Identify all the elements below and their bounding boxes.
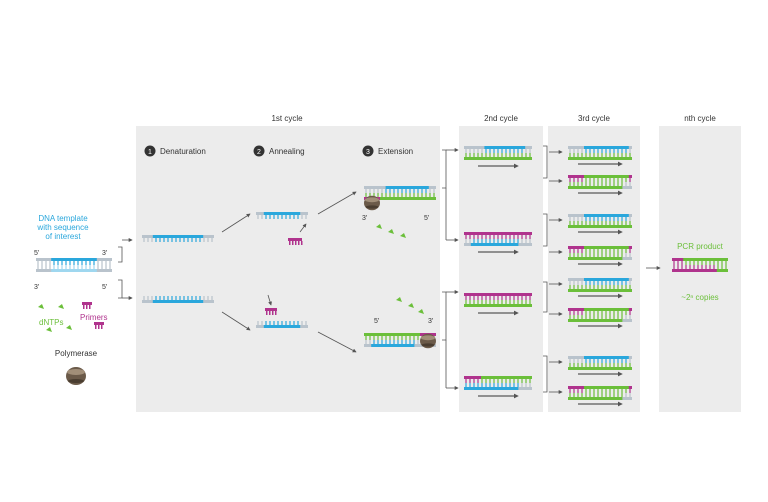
bottom-strand bbox=[568, 221, 632, 228]
step-number: 3 bbox=[366, 149, 370, 156]
diagram-graphics: 3' 5' 5' 3' bbox=[36, 145, 728, 407]
template-5prime-top: 5' bbox=[34, 250, 39, 257]
dntp-top-2 bbox=[388, 229, 394, 234]
template-bracket-top bbox=[118, 246, 123, 263]
primer-approach-arrow-2 bbox=[267, 294, 272, 306]
extension-3prime-bottom: 3' bbox=[428, 318, 433, 325]
dntp-1 bbox=[38, 304, 44, 309]
cycle1-panel bbox=[136, 126, 440, 412]
top-strand bbox=[464, 232, 532, 239]
top-strand bbox=[568, 386, 632, 393]
top-strand bbox=[36, 258, 112, 265]
extension-5prime-top: 5' bbox=[424, 215, 429, 222]
top-strand bbox=[568, 308, 632, 315]
extension-3prime-top: 3' bbox=[362, 215, 367, 222]
primer-approach-arrow bbox=[299, 223, 307, 233]
step-extension: 3 Extension bbox=[362, 145, 413, 157]
primer-1 bbox=[82, 302, 92, 309]
cycle1-bracket-bottom bbox=[442, 291, 447, 341]
cycle2-panel bbox=[459, 126, 543, 412]
dntp-top-3 bbox=[400, 233, 406, 238]
cyclen-title: nth cycle bbox=[684, 114, 716, 123]
dntp-bot-2 bbox=[408, 303, 414, 308]
bottom-strand bbox=[464, 153, 532, 160]
bottom-strand bbox=[568, 315, 632, 322]
template-label-line3: of interest bbox=[45, 232, 81, 241]
bottom-strand bbox=[568, 363, 632, 370]
step-label: Annealing bbox=[269, 147, 305, 156]
bottom-strand bbox=[568, 393, 632, 400]
cycle1-title: 1st cycle bbox=[271, 114, 303, 123]
dntps-label: dNTPs bbox=[39, 318, 63, 327]
cycle3-bracket-3 bbox=[543, 281, 548, 313]
pcr-product-label: PCR product bbox=[677, 242, 724, 251]
dntp-3 bbox=[46, 327, 52, 332]
dntp-top-1 bbox=[376, 224, 382, 229]
annealing-primer-top bbox=[288, 238, 303, 245]
annealing-bottom-strand bbox=[256, 321, 308, 328]
step-number: 1 bbox=[148, 149, 152, 156]
bottom-strand bbox=[464, 239, 532, 246]
bottom-strand bbox=[36, 265, 112, 272]
denatured-top-strand bbox=[142, 235, 214, 242]
polymerase-icon bbox=[66, 367, 86, 385]
template-3prime-bottom: 3' bbox=[34, 284, 39, 291]
polymerase-top bbox=[364, 195, 380, 211]
cycle3-bracket-4 bbox=[543, 355, 548, 393]
bottom-strand bbox=[364, 193, 436, 200]
step-label: Denaturation bbox=[160, 147, 206, 156]
top-strand bbox=[364, 186, 436, 193]
annealing-top-strand bbox=[256, 212, 308, 219]
top-strand bbox=[568, 146, 632, 153]
primer-2 bbox=[94, 322, 104, 329]
extension-5prime-bottom: 5' bbox=[374, 318, 379, 325]
bottom-strand bbox=[464, 300, 532, 307]
polymerase-bottom bbox=[420, 333, 436, 349]
top-strand bbox=[464, 293, 532, 300]
template-label-line2: with sequence bbox=[36, 223, 89, 232]
top-strand bbox=[568, 175, 632, 182]
template-label-line1: DNA template bbox=[38, 214, 88, 223]
top-strand bbox=[568, 356, 632, 363]
arrow-denat-to-anneal-top bbox=[221, 213, 251, 233]
dntp-bot-3 bbox=[418, 309, 424, 314]
arrow-denat-to-anneal-bottom bbox=[221, 311, 251, 331]
top-strand bbox=[672, 258, 728, 265]
top-strand bbox=[464, 376, 532, 383]
bottom-strand bbox=[568, 153, 632, 160]
template-3prime-top: 3' bbox=[102, 250, 107, 257]
bottom-strand bbox=[464, 383, 532, 390]
dntp-bot-1 bbox=[396, 297, 402, 302]
cycle2-title: 2nd cycle bbox=[484, 114, 518, 123]
top-strand bbox=[464, 146, 532, 153]
bottom-strand bbox=[568, 182, 632, 189]
cycle1-bracket-top bbox=[442, 149, 447, 189]
denatured-bottom-strand bbox=[142, 296, 214, 303]
bottom-strand bbox=[672, 265, 728, 272]
step-annealing: 2 Annealing bbox=[253, 145, 305, 157]
step-label: Extension bbox=[378, 147, 413, 156]
copies-label: ~2ⁿ copies bbox=[681, 293, 718, 302]
cycle3-bracket-1 bbox=[543, 145, 548, 179]
bottom-strand bbox=[568, 253, 632, 260]
dntp-4 bbox=[66, 325, 72, 330]
dntp-2 bbox=[58, 304, 64, 309]
arrow-anneal-to-extend-bottom bbox=[317, 331, 357, 353]
primers-label: Primers bbox=[80, 313, 108, 322]
cycle3-bracket-2 bbox=[543, 213, 548, 247]
arrow-anneal-to-extend-top bbox=[317, 191, 357, 215]
annealing-primer-bottom bbox=[265, 308, 277, 315]
polymerase-label: Polymerase bbox=[55, 349, 98, 358]
bottom-strand bbox=[568, 285, 632, 292]
top-strand bbox=[568, 278, 632, 285]
top-strand bbox=[568, 246, 632, 253]
step-denaturation: 1 Denaturation bbox=[144, 145, 206, 157]
cycle3-title: 3rd cycle bbox=[578, 114, 611, 123]
step-number: 2 bbox=[257, 149, 261, 156]
top-strand bbox=[568, 214, 632, 221]
template-5prime-bottom: 5' bbox=[102, 284, 107, 291]
template-bracket-bottom bbox=[118, 279, 123, 299]
